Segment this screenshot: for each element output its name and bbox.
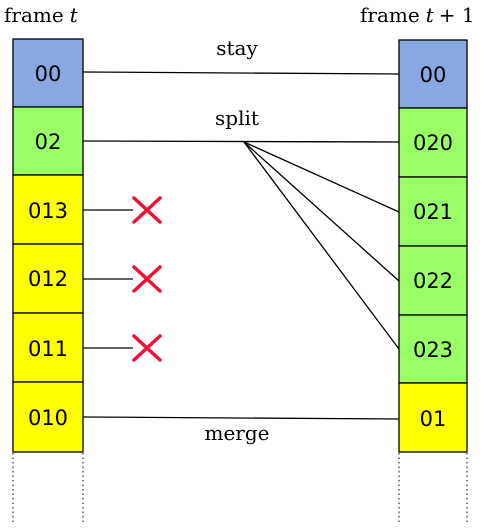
left-cell-5 xyxy=(12,381,84,453)
left-column: 00 02 013 012 011 010 xyxy=(12,38,84,453)
right-cell-3-label: 022 xyxy=(413,269,453,293)
split-branch-022 xyxy=(243,141,400,282)
left-cell-4-label: 011 xyxy=(28,337,68,361)
right-cell-4 xyxy=(398,314,468,384)
right-cell-5-label: 01 xyxy=(420,407,447,431)
cross-icon xyxy=(132,334,162,362)
right-cell-4-label: 023 xyxy=(413,338,453,362)
merge-label: merge xyxy=(205,421,270,445)
cross-icon xyxy=(132,196,162,224)
left-cell-0-label: 00 xyxy=(35,62,62,86)
split-connector xyxy=(82,140,400,143)
stay-connector xyxy=(82,71,400,75)
right-cell-2-label: 021 xyxy=(413,200,453,224)
removed-marks xyxy=(132,196,162,362)
left-cell-0 xyxy=(12,38,84,108)
split-branch-023 xyxy=(243,141,400,350)
right-cell-5 xyxy=(398,382,468,453)
right-column: 00 020 021 022 023 01 xyxy=(398,39,468,453)
continuation-dots xyxy=(12,453,468,522)
left-cell-1-label: 02 xyxy=(35,130,62,154)
left-cell-2-label: 013 xyxy=(28,199,68,223)
stay-label: stay xyxy=(216,36,258,60)
right-cell-0-label: 00 xyxy=(420,63,447,87)
right-cell-1-label: 020 xyxy=(413,131,453,155)
left-cell-3-label: 012 xyxy=(28,267,68,291)
right-cell-3 xyxy=(398,245,468,316)
split-label: split xyxy=(215,106,259,130)
right-cell-1 xyxy=(398,107,468,178)
left-cell-1 xyxy=(12,106,84,176)
split-branch-021 xyxy=(243,141,400,213)
left-cell-5-label: 010 xyxy=(28,406,68,430)
merge-connector xyxy=(82,416,400,420)
left-cell-2 xyxy=(12,174,84,245)
cross-icon xyxy=(132,265,162,293)
